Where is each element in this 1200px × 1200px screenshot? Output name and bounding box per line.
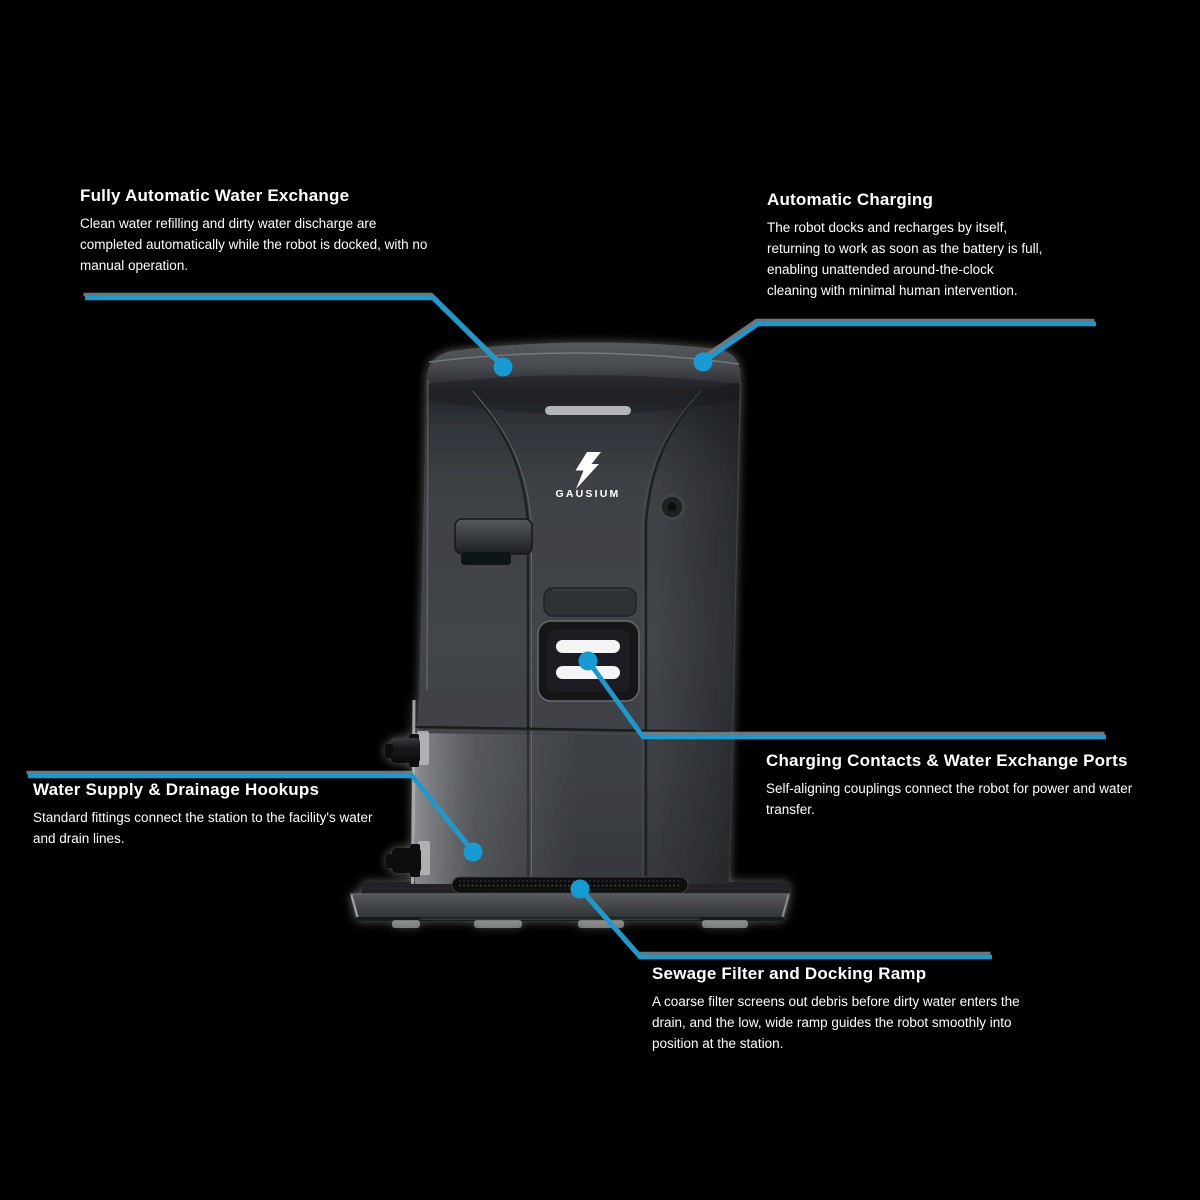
callout-line-dock-ports — [586, 659, 1106, 740]
status-light-bar — [545, 406, 631, 415]
lock-knob — [659, 494, 685, 520]
callout-body: A coarse filter screens out debris befor… — [652, 994, 1020, 1052]
callout-lines — [26, 292, 1106, 960]
callout-dot-side-connectors — [463, 842, 483, 862]
callout-line-plumbing — [28, 773, 475, 854]
callout-line-auto-charging — [701, 321, 1096, 364]
sewage-filter-grille — [451, 876, 689, 894]
lightning-bolt-icon — [575, 452, 601, 489]
callout-plumbing: Water Supply & Drainage Hookups Standard… — [33, 780, 397, 849]
gausium-logo: GAUSIUM — [556, 452, 621, 500]
callout-heading: Water Supply & Drainage Hookups — [33, 780, 320, 799]
water-connector-lower — [386, 841, 430, 877]
callout-dot-roof-left — [493, 357, 513, 377]
callout-body: Standard fittings connect the station to… — [33, 810, 373, 847]
workstation-illustration: GAUSIUM — [350, 342, 790, 928]
callout-water-exchange: Fully Automatic Water Exchange Clean wat… — [80, 186, 442, 276]
callout-body: The robot docks and recharges by itself,… — [767, 220, 1043, 299]
callout-dot-base-ramp — [570, 879, 590, 899]
front-recess — [543, 587, 637, 617]
callout-ramp: Sewage Filter and Docking Ramp A coarse … — [652, 964, 1040, 1054]
contact-slot-lower — [556, 666, 620, 679]
brand-wordmark: GAUSIUM — [556, 488, 621, 500]
callout-body: Clean water refilling and dirty water di… — [80, 216, 428, 274]
contact-slot-upper — [556, 640, 620, 653]
callout-heading: Sewage Filter and Docking Ramp — [652, 964, 927, 983]
callout-heading: Charging Contacts & Water Exchange Ports — [766, 751, 1128, 770]
callout-line-water-exchange — [85, 295, 505, 369]
water-connector-upper — [385, 731, 429, 767]
callout-heading: Automatic Charging — [767, 190, 934, 209]
callout-heading: Fully Automatic Water Exchange — [80, 186, 350, 205]
callout-body: Self-aligning couplings connect the robo… — [766, 781, 1133, 818]
side-handle — [454, 518, 533, 565]
callout-dock-ports: Charging Contacts & Water Exchange Ports… — [766, 751, 1168, 820]
callout-line-ramp — [578, 887, 992, 960]
base-feet — [392, 920, 748, 928]
callout-auto-charging: Automatic Charging The robot docks and r… — [767, 190, 1045, 301]
callout-dot-roof-right — [693, 352, 713, 372]
callout-dot-contact-slots — [578, 651, 598, 671]
